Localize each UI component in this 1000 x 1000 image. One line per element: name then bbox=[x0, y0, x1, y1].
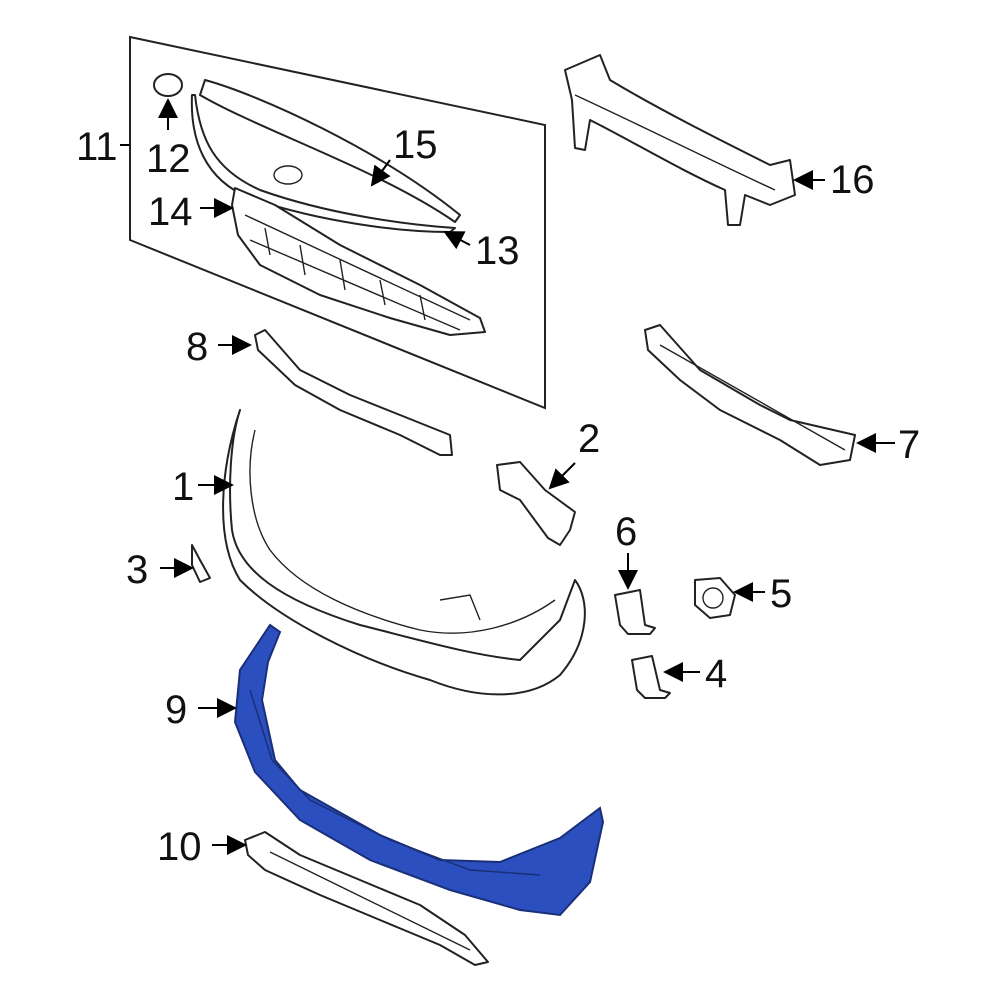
grille-insert-ribs bbox=[244, 214, 471, 331]
lower-valance-part-9[interactable] bbox=[233, 623, 605, 917]
callout-12: 12 bbox=[146, 137, 191, 181]
callout-15: 15 bbox=[393, 123, 438, 167]
absorber-edge bbox=[659, 344, 846, 451]
callout-4: 4 bbox=[705, 652, 727, 696]
callout-8: 8 bbox=[186, 325, 208, 369]
callout-7: 7 bbox=[898, 423, 920, 467]
callout-5: 5 bbox=[770, 572, 792, 616]
callout-16: 16 bbox=[830, 158, 875, 202]
emblem-part-12[interactable] bbox=[153, 73, 183, 97]
cover-part-4[interactable] bbox=[631, 655, 671, 699]
callout-3: 3 bbox=[126, 548, 148, 592]
callout-9: 9 bbox=[165, 688, 187, 732]
reinforcement-part-16[interactable] bbox=[564, 54, 796, 226]
sensor-bracket-part-5[interactable] bbox=[694, 577, 736, 619]
skid-plate-part-10[interactable] bbox=[244, 831, 489, 966]
callout-6: 6 bbox=[615, 510, 637, 554]
callout-1: 1 bbox=[172, 465, 194, 509]
upper-bracket-part-8[interactable] bbox=[254, 329, 453, 456]
fog-opening bbox=[439, 594, 481, 621]
energy-absorber-part-7[interactable] bbox=[644, 324, 856, 466]
reinforcement-edge bbox=[574, 94, 776, 191]
bumper-cover-edge bbox=[249, 429, 556, 634]
clip-part-3[interactable] bbox=[191, 544, 211, 583]
bumper-cover-part-1[interactable] bbox=[222, 409, 586, 696]
cap-part-6[interactable] bbox=[614, 589, 656, 635]
valance-edge bbox=[249, 689, 541, 876]
grille-emblem-mount bbox=[273, 165, 303, 185]
callout-14: 14 bbox=[148, 190, 193, 234]
callout-13: 13 bbox=[475, 229, 520, 273]
sensor-ring bbox=[702, 587, 724, 609]
skid-plate-edge bbox=[269, 851, 471, 951]
callout-11: 11 bbox=[76, 125, 118, 169]
callout-10: 10 bbox=[157, 825, 202, 869]
side-bracket-part-2[interactable] bbox=[496, 461, 576, 546]
callout-2: 2 bbox=[578, 417, 600, 461]
